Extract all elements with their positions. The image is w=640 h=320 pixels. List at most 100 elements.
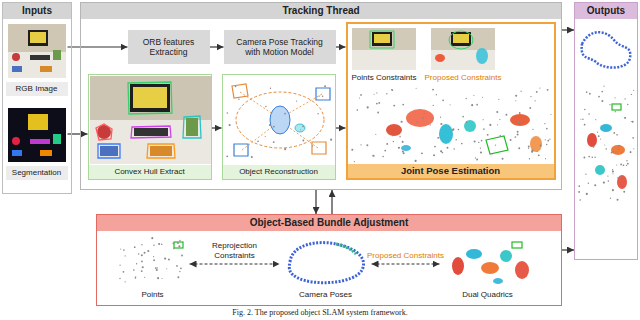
map-point [391, 89, 393, 91]
map-point [598, 96, 600, 98]
flow-arrow [336, 46, 346, 47]
map-point [614, 97, 615, 98]
map-point [496, 111, 498, 113]
map-point [621, 183, 622, 184]
map-point [177, 242, 179, 244]
map-point [595, 119, 596, 120]
map-point [134, 246, 136, 248]
map-point [120, 248, 121, 249]
dual-quadrics-figure [452, 242, 529, 284]
figure-label: Dual Quadrics [440, 288, 536, 302]
map-point [530, 96, 531, 97]
map-point [351, 149, 353, 151]
edge-label: Reprojection Constraints [194, 241, 276, 261]
map-point [330, 139, 332, 141]
map-point [235, 86, 237, 88]
map-point [478, 142, 479, 143]
map-point [356, 109, 358, 111]
camera-poses-figure: Camera Poses [280, 234, 372, 302]
map-point [579, 199, 581, 201]
points-figure: Points [116, 234, 190, 302]
map-point [465, 98, 466, 99]
map-point [378, 102, 380, 104]
map-point [367, 106, 369, 108]
map-point [610, 198, 611, 199]
map-point [164, 258, 166, 260]
map-point [141, 254, 143, 256]
process-box: ORB features Extracting [128, 30, 210, 64]
map-point [483, 119, 484, 120]
map-point [162, 278, 163, 279]
map-point [538, 154, 540, 156]
joint-pose-figure [352, 28, 542, 154]
figure-label: Convex Hull Extract [89, 165, 211, 179]
map-point [179, 271, 180, 272]
map-point [588, 156, 590, 158]
map-point [481, 140, 483, 142]
map-point [141, 270, 143, 272]
map-point [372, 155, 374, 157]
flow-arrow [212, 127, 222, 128]
map-point [537, 151, 538, 152]
map-point [592, 146, 594, 148]
map-point [612, 189, 614, 191]
map-point [382, 156, 384, 158]
map-point [515, 95, 517, 97]
map-point [540, 145, 542, 147]
figure-label: Joint Pose Estimation [348, 164, 554, 178]
map-point [144, 277, 145, 278]
map-point [432, 118, 433, 119]
map-point [624, 117, 626, 119]
map-point [623, 191, 625, 193]
map-point [424, 113, 425, 114]
map-point [300, 129, 301, 130]
map-point [532, 129, 533, 130]
dual-quadrics-figure: Dual Quadrics [440, 234, 536, 302]
map-point [402, 104, 404, 106]
map-point [166, 268, 167, 269]
constraint-connector [190, 263, 280, 264]
map-point [631, 94, 632, 95]
map-point [229, 124, 231, 126]
map-point [302, 125, 304, 127]
figure-label: Segmentation [6, 166, 68, 180]
map-point [270, 88, 271, 89]
map-point [620, 164, 622, 166]
map-point [604, 144, 605, 145]
map-point [601, 100, 603, 102]
map-point [136, 263, 137, 264]
map-point [594, 184, 596, 186]
flow-arrow [315, 190, 316, 214]
map-point [531, 149, 533, 151]
joint-pose-panel: Joint Pose Estimation [346, 22, 556, 180]
flow-arrow [68, 133, 88, 134]
map-point [168, 259, 170, 261]
map-point [123, 271, 125, 273]
map-point [613, 132, 615, 134]
map-point [432, 89, 434, 91]
map-point [517, 122, 519, 124]
map-point [518, 147, 520, 149]
map-point [609, 104, 610, 105]
map-point [535, 100, 536, 101]
map-point [515, 100, 516, 101]
map-point [626, 165, 627, 166]
map-point [633, 90, 634, 91]
map-point [466, 121, 467, 122]
map-point [156, 269, 158, 271]
map-point [510, 139, 512, 141]
map-point [173, 248, 174, 249]
flow-arrow [562, 249, 574, 250]
flow-arrow [68, 46, 128, 47]
map-point [142, 266, 144, 268]
map-point [135, 276, 136, 277]
map-point [588, 182, 589, 183]
map-point [549, 138, 550, 139]
segmentation-image: Segmentation [6, 106, 68, 180]
map-point [597, 132, 598, 133]
map-point [393, 105, 395, 107]
map-point [123, 249, 125, 251]
map-point [461, 143, 463, 145]
map-point [401, 121, 403, 123]
map-point [153, 259, 155, 261]
